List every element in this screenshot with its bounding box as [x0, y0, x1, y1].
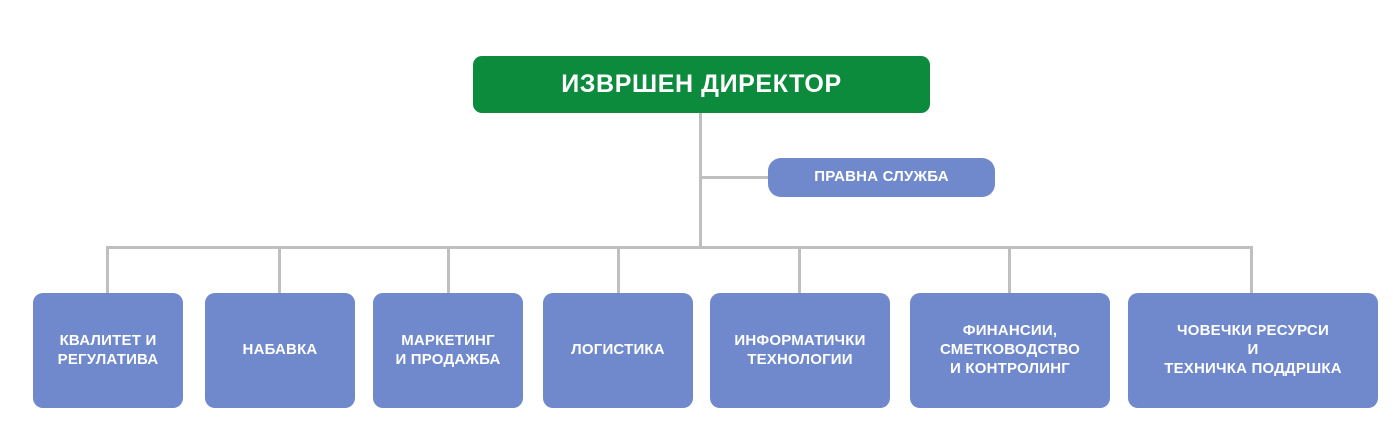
- node-unit-finance-accounting-controlling-label: ФИНАНСИИ, СМЕТКОВОДСТВО И КОНТРОЛИНГ: [939, 322, 1081, 377]
- connector-drop-6: [1008, 246, 1011, 293]
- node-ceo-label: ИЗВРШЕН ДИРЕКТОР: [561, 69, 842, 98]
- node-unit-quality-regulation[interactable]: КВАЛИТЕТ И РЕГУЛАТИВА: [33, 293, 183, 408]
- node-unit-marketing-sales-label: МАРКЕТИНГ И ПРОДАЖБА: [395, 331, 501, 368]
- connector-drop-4: [617, 246, 620, 293]
- node-unit-information-technology-label: ИНФОРМАТИЧКИ ТЕХНОЛОГИИ: [734, 331, 866, 368]
- node-unit-procurement-label: НАБАВКА: [242, 341, 318, 359]
- node-unit-quality-regulation-label: КВАЛИТЕТ И РЕГУЛАТИВА: [57, 331, 159, 368]
- connector-drop-1: [106, 246, 109, 293]
- node-unit-hr-technical-support-label: ЧОВЕЧКИ РЕСУРСИ И ТЕХНИЧКА ПОДДРШКА: [1164, 322, 1342, 377]
- node-unit-hr-technical-support[interactable]: ЧОВЕЧКИ РЕСУРСИ И ТЕХНИЧКА ПОДДРШКА: [1128, 293, 1378, 408]
- node-staff-legal[interactable]: ПРАВНА СЛУЖБА: [768, 158, 995, 197]
- node-unit-logistics[interactable]: ЛОГИСТИКА: [543, 293, 693, 408]
- node-staff-legal-label: ПРАВНА СЛУЖБА: [814, 168, 949, 186]
- connector-drop-3: [447, 246, 450, 293]
- connector-staff-branch: [699, 176, 769, 179]
- connector-drop-5: [798, 246, 801, 293]
- connector-drop-7: [1250, 246, 1253, 293]
- connector-drop-2: [278, 246, 281, 293]
- node-unit-information-technology[interactable]: ИНФОРМАТИЧКИ ТЕХНОЛОГИИ: [710, 293, 890, 408]
- node-unit-marketing-sales[interactable]: МАРКЕТИНГ И ПРОДАЖБА: [373, 293, 523, 408]
- node-ceo[interactable]: ИЗВРШЕН ДИРЕКТОР: [473, 56, 930, 113]
- connector-ceo-stem: [699, 113, 702, 249]
- node-unit-finance-accounting-controlling[interactable]: ФИНАНСИИ, СМЕТКОВОДСТВО И КОНТРОЛИНГ: [910, 293, 1110, 408]
- node-unit-logistics-label: ЛОГИСТИКА: [571, 341, 665, 359]
- connector-unit-bus: [106, 246, 1253, 249]
- node-unit-procurement[interactable]: НАБАВКА: [205, 293, 355, 408]
